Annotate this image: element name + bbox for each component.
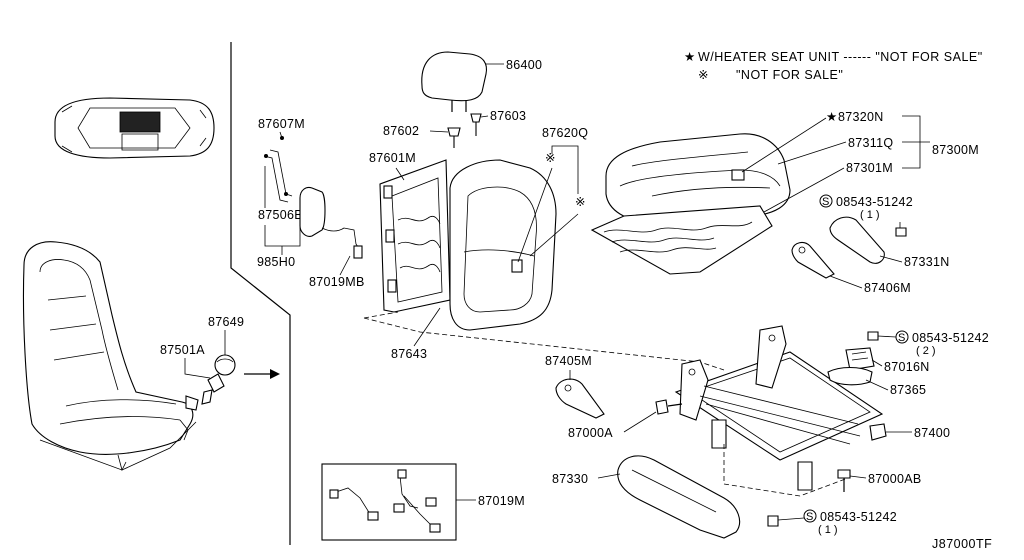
screw-mark-bottom: S <box>806 511 813 523</box>
vehicle-top-view <box>54 97 215 159</box>
screw-08543-mid <box>867 331 879 341</box>
leader-87506B <box>264 166 301 247</box>
screw-icon-bottom: S <box>803 509 817 523</box>
headrest-86400 <box>421 51 488 112</box>
leader-87643 <box>413 307 441 347</box>
label-87406M: 87406M <box>864 281 911 295</box>
screw-icon-top: S <box>819 194 833 208</box>
lever-87501A <box>201 373 225 405</box>
label-87400: 87400 <box>914 426 950 440</box>
cushion-frame-87301M <box>590 205 773 275</box>
leader-87000A <box>623 411 657 433</box>
label-87330: 87330 <box>552 472 588 486</box>
legend-notes: ★ W/HEATER SEAT UNIT ------ "NOT FOR SAL… <box>684 50 983 82</box>
screw-08543-top <box>895 227 907 237</box>
leader-87331N <box>879 255 903 263</box>
leader-87330 <box>597 473 621 479</box>
label-87019M: 87019M <box>478 494 525 508</box>
leader-87016N <box>871 359 883 367</box>
bolt-87000A <box>655 399 683 415</box>
label-08543-top: 08543-51242 <box>836 195 913 209</box>
knob-87649 <box>214 354 236 376</box>
arrow-to-exploded-view <box>244 369 280 379</box>
side-finisher-87330 <box>617 455 741 539</box>
nfs-mark: ※ <box>698 68 709 82</box>
label-87000AB: 87000AB <box>868 472 922 486</box>
label-87365: 87365 <box>890 383 926 397</box>
screw-08543-bottom <box>767 515 779 527</box>
leader-08543-mid <box>877 335 897 338</box>
leader-87311Q <box>777 141 847 165</box>
label-87602: 87602 <box>383 124 419 138</box>
qty-08543-mid: ( 2 ) <box>916 345 936 357</box>
asterisk-mark-2: ※ <box>575 195 586 209</box>
leader-87301M <box>763 167 845 213</box>
dashed-assembly-line <box>363 311 725 371</box>
label-87607M: 87607M <box>258 117 305 131</box>
finisher-87365 <box>827 366 873 386</box>
label-87506B: 87506B <box>258 208 303 222</box>
side-cover-87331N <box>829 216 885 264</box>
leader-87501A <box>184 358 211 379</box>
leader-87602 <box>429 130 449 133</box>
label-87501A: 87501A <box>160 343 205 357</box>
panel-divider <box>230 42 291 545</box>
airbag-module-985H0 <box>299 186 363 259</box>
label-87603: 87603 <box>490 109 526 123</box>
leader-87603 <box>480 115 489 118</box>
bolt-87000AB <box>837 469 851 492</box>
cover-87405M <box>555 378 605 419</box>
harness-box-87019M <box>321 463 457 541</box>
label-87649: 87649 <box>208 315 244 329</box>
label-87300M: 87300M <box>932 143 979 157</box>
qty-08543-top: ( 1 ) <box>860 209 880 221</box>
label-87643: 87643 <box>391 347 427 361</box>
label-08543-bottom: 08543-51242 <box>820 510 897 524</box>
seat-adjuster-87400 <box>674 325 887 497</box>
cushion-trim-87300M <box>605 133 791 223</box>
label-87320N: 87320N <box>838 110 884 124</box>
label-87301M: 87301M <box>846 161 893 175</box>
guide-87603 <box>470 113 482 136</box>
label-985H0: 985H0 <box>257 255 295 269</box>
label-87620Q: 87620Q <box>542 126 588 140</box>
leader-87601M <box>395 167 405 181</box>
star-mark-87320N: ★ <box>826 110 838 124</box>
heater-note: W/HEATER SEAT UNIT ------ "NOT FOR SALE" <box>698 50 983 64</box>
leader-87607M <box>279 131 283 139</box>
diagram-code: J87000TF <box>932 537 992 551</box>
label-08543-mid: 08543-51242 <box>912 331 989 345</box>
label-87405M: 87405M <box>545 354 592 368</box>
leader-87365 <box>865 379 889 391</box>
screw-mark-top: S <box>822 196 829 208</box>
label-86400: 86400 <box>506 58 542 72</box>
screw-icon-mid: S <box>895 330 909 344</box>
qty-08543-bottom: ( 1 ) <box>818 524 838 536</box>
switch-87016N <box>845 347 875 371</box>
leader-08543-bottom <box>777 517 805 521</box>
label-87000A: 87000A <box>568 426 613 440</box>
asterisk-mark-1: ※ <box>545 151 556 165</box>
label-87311Q: 87311Q <box>848 136 893 150</box>
leader-87320N <box>741 117 827 173</box>
bracket-87406M <box>791 241 835 279</box>
seat-back-frame-87601M <box>379 159 451 313</box>
screw-mark-mid: S <box>898 332 905 344</box>
seat-overview-drawing <box>22 241 199 472</box>
leader-87019MB <box>339 255 351 276</box>
guide-87602 <box>447 127 461 148</box>
leader-87000AB <box>849 475 867 479</box>
wire-87607M <box>263 136 293 203</box>
label-87601M: 87601M <box>369 151 416 165</box>
label-87016N: 87016N <box>884 360 930 374</box>
back-trim-87620Q <box>449 159 557 331</box>
bracket-87300M <box>902 115 930 169</box>
heater-mark: ★ <box>684 50 696 64</box>
leader-87406M <box>829 275 863 289</box>
label-87019MB: 87019MB <box>309 275 365 289</box>
label-87331N: 87331N <box>904 255 950 269</box>
nfs-note: "NOT FOR SALE" <box>736 68 843 82</box>
leader-87620Q <box>517 145 579 263</box>
